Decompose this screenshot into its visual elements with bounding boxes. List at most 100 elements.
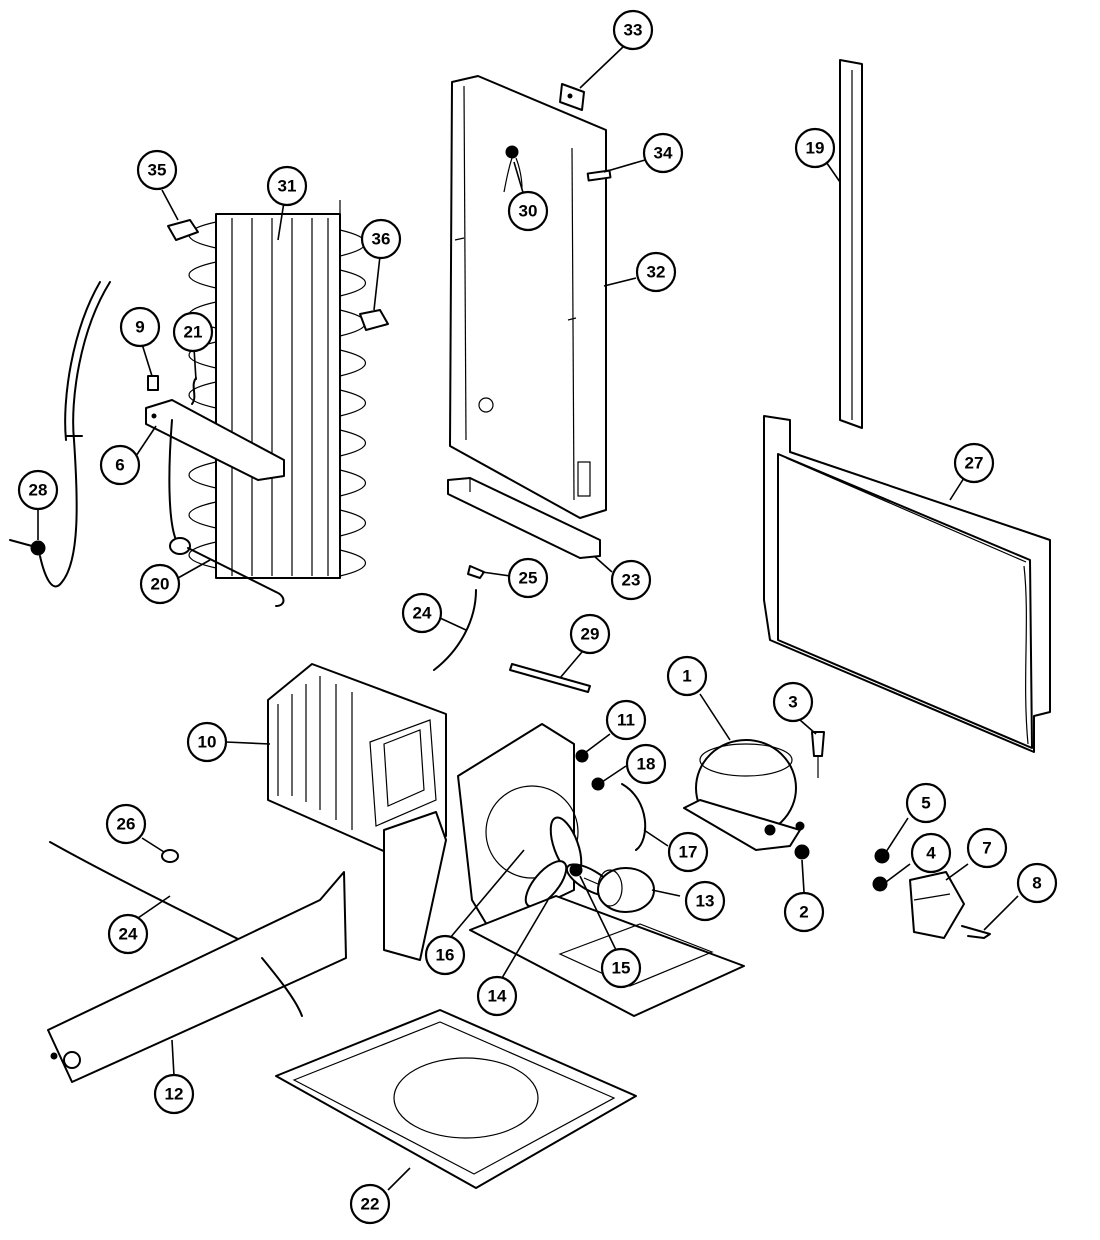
callout-31-label: 31 xyxy=(278,177,297,196)
callout-16: 16 xyxy=(424,934,466,976)
part-31-condenser-coil xyxy=(188,200,366,579)
callout-7-label: 7 xyxy=(982,839,991,858)
callout-23-label: 23 xyxy=(622,571,641,590)
callout-34-label: 34 xyxy=(654,144,673,163)
callout-34: 34 xyxy=(642,132,684,174)
callout-6: 6 xyxy=(99,444,141,486)
callout-9-label: 9 xyxy=(135,318,144,337)
callout-35-label: 35 xyxy=(148,161,167,180)
callout-24-upper: 24 xyxy=(401,592,443,634)
callout-17-label: 17 xyxy=(679,843,698,862)
callout-14-label: 14 xyxy=(488,987,507,1006)
part-11-grommet xyxy=(575,749,589,763)
callout-2: 2 xyxy=(783,891,825,933)
callout-13-label: 13 xyxy=(696,892,715,911)
callout-6-label: 6 xyxy=(115,456,124,475)
callout-28-label: 28 xyxy=(29,481,48,500)
leader-32 xyxy=(603,277,637,287)
part-17-shroud-clip xyxy=(621,783,647,851)
leader-8 xyxy=(983,895,1019,931)
part-27-insulation-cover xyxy=(763,415,1051,753)
leader-3 xyxy=(799,719,817,735)
callout-15-label: 15 xyxy=(612,959,631,978)
callout-8: 8 xyxy=(1016,862,1058,904)
callout-35: 35 xyxy=(136,149,178,191)
callout-7: 7 xyxy=(966,827,1008,869)
part-33-bracket xyxy=(559,83,585,111)
leader-10 xyxy=(225,741,271,745)
part-34-clip xyxy=(586,169,612,182)
callout-15: 15 xyxy=(600,947,642,989)
part-29-heater-tube xyxy=(509,663,591,693)
part-21-spring-clip xyxy=(191,377,197,405)
leader-6 xyxy=(135,425,157,457)
callout-11: 11 xyxy=(605,699,647,741)
leader-14 xyxy=(501,899,549,979)
callout-4-label: 4 xyxy=(926,844,936,863)
part-1-compressor xyxy=(683,739,805,851)
part-12-front-panel xyxy=(47,871,347,1083)
callout-25: 25 xyxy=(507,557,549,599)
leader-9 xyxy=(141,343,153,377)
callout-32: 32 xyxy=(635,251,677,293)
leader-27 xyxy=(949,477,965,501)
part-24-drain-tube-lower xyxy=(49,841,241,941)
callout-27: 27 xyxy=(953,442,995,484)
part-18-grommet xyxy=(591,777,605,791)
leader-4 xyxy=(885,863,911,883)
leader-17 xyxy=(643,829,669,847)
callout-22-label: 22 xyxy=(361,1195,380,1214)
callout-13: 13 xyxy=(684,880,726,922)
callout-10-label: 10 xyxy=(198,733,217,752)
callout-14: 14 xyxy=(476,975,518,1017)
leader-11 xyxy=(585,733,611,753)
callout-20-label: 20 xyxy=(151,575,170,594)
callout-9: 9 xyxy=(119,306,161,348)
leader-36 xyxy=(373,255,381,311)
leader-7 xyxy=(945,863,969,881)
callout-22: 22 xyxy=(349,1183,391,1225)
leader-15 xyxy=(579,875,617,951)
leader-5 xyxy=(885,817,909,853)
part-25-clip xyxy=(467,565,485,579)
part-26-screw xyxy=(161,849,179,863)
part-32-rear-panel xyxy=(449,75,607,519)
leader-25 xyxy=(481,571,511,577)
callout-5-label: 5 xyxy=(921,794,930,813)
leader-22 xyxy=(387,1167,411,1191)
callout-2-label: 2 xyxy=(799,903,808,922)
part-28-power-cord xyxy=(9,281,111,588)
callout-36-label: 36 xyxy=(372,230,391,249)
part-22-drain-pan xyxy=(275,1009,637,1189)
callout-33: 33 xyxy=(612,9,654,51)
callout-31: 31 xyxy=(266,165,308,207)
part-9-clip xyxy=(147,375,159,391)
callout-20: 20 xyxy=(139,563,181,605)
leader-21 xyxy=(193,347,197,381)
part-10-evaporator xyxy=(267,663,447,861)
part-6-bracket xyxy=(145,399,285,481)
leader-12 xyxy=(171,1039,175,1077)
callout-3: 3 xyxy=(772,681,814,723)
callout-17: 17 xyxy=(667,831,709,873)
leader-24a xyxy=(439,617,467,631)
part-4-grommet xyxy=(872,876,888,892)
callout-30: 30 xyxy=(507,190,549,232)
part-2-grommet xyxy=(794,844,810,860)
callout-26-label: 26 xyxy=(117,815,136,834)
callout-10: 10 xyxy=(186,721,228,763)
callout-29: 29 xyxy=(569,613,611,655)
callout-27-label: 27 xyxy=(965,454,984,473)
callout-21: 21 xyxy=(172,311,214,353)
callout-bubbles: 33 34 30 32 19 35 31 36 9 21 6 28 20 27 … xyxy=(17,9,1058,1225)
callout-5: 5 xyxy=(905,782,947,824)
callout-24-lower-label: 24 xyxy=(119,925,138,944)
callout-8-label: 8 xyxy=(1032,874,1041,893)
callout-21-label: 21 xyxy=(184,323,203,342)
part-35-grommet xyxy=(167,219,199,241)
callout-12-label: 12 xyxy=(165,1085,184,1104)
leader-33 xyxy=(579,46,624,89)
part-8-retainer-clip xyxy=(961,925,991,939)
leader-1 xyxy=(699,693,731,741)
